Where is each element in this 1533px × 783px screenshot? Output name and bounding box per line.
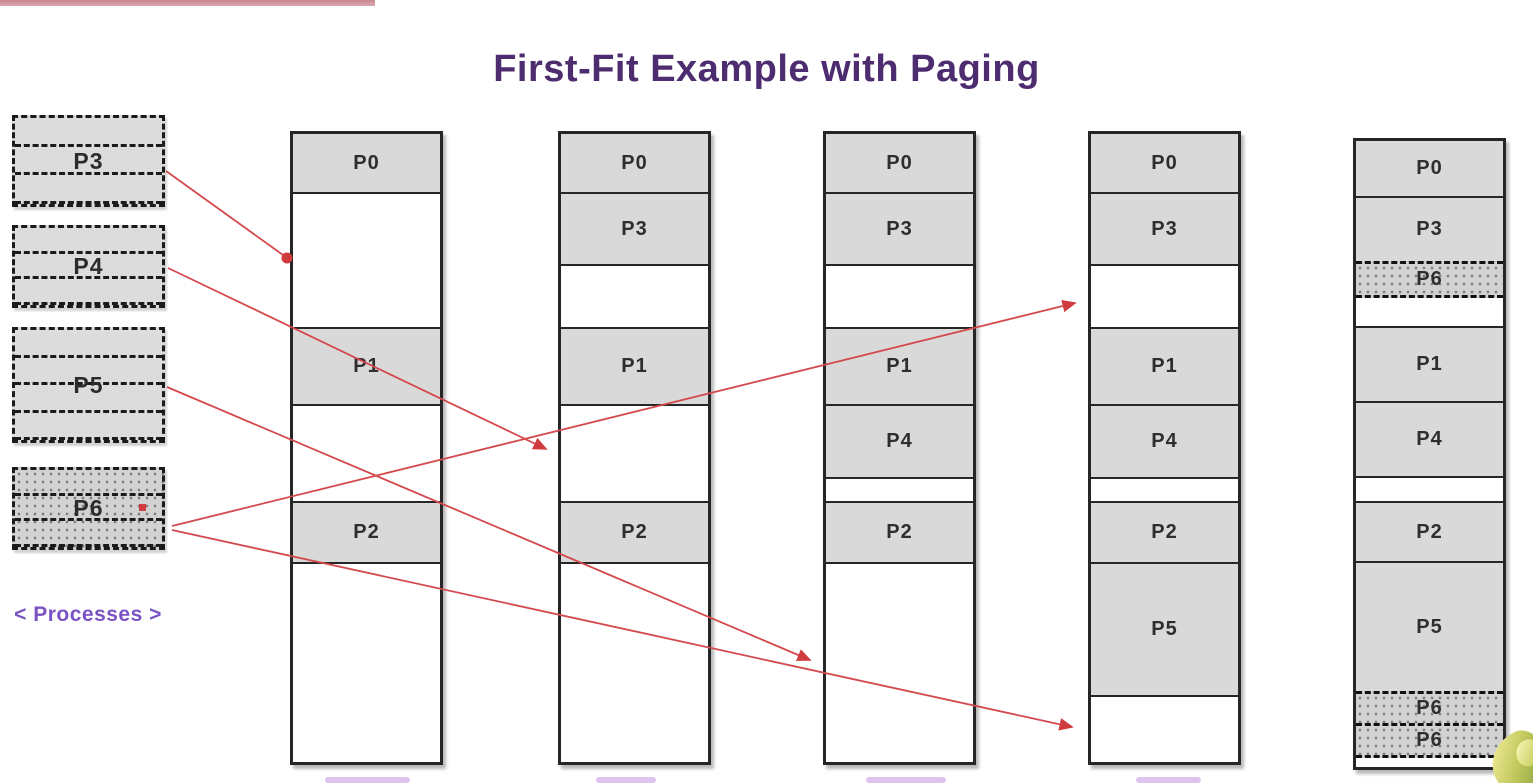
top-accent-bar xyxy=(0,0,375,6)
free-hole xyxy=(293,404,440,501)
memory-block: P2 xyxy=(1356,501,1503,561)
memory-block: P3 xyxy=(1091,192,1238,264)
process-box-p5: P5 xyxy=(12,327,165,443)
memory-column-state-4: P0 P3 P1 P4 P2 P5 xyxy=(1088,131,1241,765)
memory-block: P0 xyxy=(293,134,440,192)
memory-block: P1 xyxy=(1356,326,1503,401)
memory-block: P0 xyxy=(1356,141,1503,196)
arrow-p5 xyxy=(166,386,812,661)
page-row xyxy=(15,385,162,413)
process-label: P6 xyxy=(73,495,104,521)
memory-block: P4 xyxy=(1356,401,1503,476)
process-label: P3 xyxy=(73,147,104,174)
memory-block-paged: P6 xyxy=(1356,261,1503,298)
memory-column-state-2: P0 P3 P1 P2 xyxy=(558,131,711,765)
free-hole xyxy=(1091,264,1238,327)
free-hole xyxy=(1356,758,1503,767)
page-row xyxy=(15,470,162,496)
free-hole xyxy=(293,562,440,762)
memory-block: P5 xyxy=(1356,561,1503,691)
page-row xyxy=(15,228,162,254)
memory-block-paged: P6 xyxy=(1356,726,1503,758)
memory-column-state-5: P0 P3 P6 P1 P4 P2 P5 P6 P6 xyxy=(1353,138,1506,770)
memory-block: P1 xyxy=(561,327,708,404)
memory-column-state-1: P0 P1 P2 xyxy=(290,131,443,765)
memory-block: P0 xyxy=(1091,134,1238,192)
free-hole xyxy=(826,562,973,762)
process-box-p4: P4 xyxy=(12,225,165,308)
page-row xyxy=(15,358,162,385)
page-row xyxy=(15,496,162,522)
process-box-p6: P6 xyxy=(12,467,165,550)
memory-block: P4 xyxy=(1091,404,1238,477)
memory-block: P0 xyxy=(561,134,708,192)
process-label: P4 xyxy=(73,253,104,279)
page-row xyxy=(15,175,162,205)
process-box-p3: P3 xyxy=(12,115,165,207)
arrow-p3 xyxy=(165,170,284,256)
memory-block: P2 xyxy=(1091,501,1238,562)
processes-caption: < Processes > xyxy=(14,603,162,626)
free-hole xyxy=(1356,476,1503,501)
page-row xyxy=(15,413,162,440)
cutoff-label-fragment xyxy=(866,777,946,783)
free-hole xyxy=(561,404,708,501)
memory-block: P2 xyxy=(293,501,440,562)
page-row xyxy=(15,279,162,306)
free-hole xyxy=(1356,298,1503,326)
memory-block: P3 xyxy=(561,192,708,264)
memory-column-state-3: P0 P3 P1 P4 P2 xyxy=(823,131,976,765)
cutoff-label-fragment xyxy=(596,777,656,783)
memory-block: P1 xyxy=(1091,327,1238,404)
page-row xyxy=(15,521,162,548)
free-hole xyxy=(1091,695,1238,762)
page-title: First-Fit Example with Paging xyxy=(493,48,1040,90)
free-hole xyxy=(293,192,440,327)
memory-block: P1 xyxy=(826,327,973,404)
cutoff-label-fragment xyxy=(1136,777,1201,783)
page-row xyxy=(15,118,162,147)
memory-block: P4 xyxy=(826,404,973,477)
page-row xyxy=(15,147,162,176)
page-row xyxy=(15,330,162,358)
free-hole xyxy=(826,264,973,327)
memory-block: P2 xyxy=(826,501,973,562)
memory-block: P0 xyxy=(826,134,973,192)
free-hole xyxy=(561,562,708,762)
memory-block: P2 xyxy=(561,501,708,562)
free-hole xyxy=(826,477,973,501)
memory-block: P1 xyxy=(293,327,440,404)
memory-block: P3 xyxy=(1356,196,1503,261)
cutoff-label-fragment xyxy=(325,777,410,783)
free-hole xyxy=(1091,477,1238,501)
memory-block: P3 xyxy=(826,192,973,264)
process-label: P5 xyxy=(73,371,104,398)
memory-block: P5 xyxy=(1091,562,1238,695)
free-hole xyxy=(561,264,708,327)
page-row xyxy=(15,254,162,280)
memory-block-paged: P6 xyxy=(1356,691,1503,726)
